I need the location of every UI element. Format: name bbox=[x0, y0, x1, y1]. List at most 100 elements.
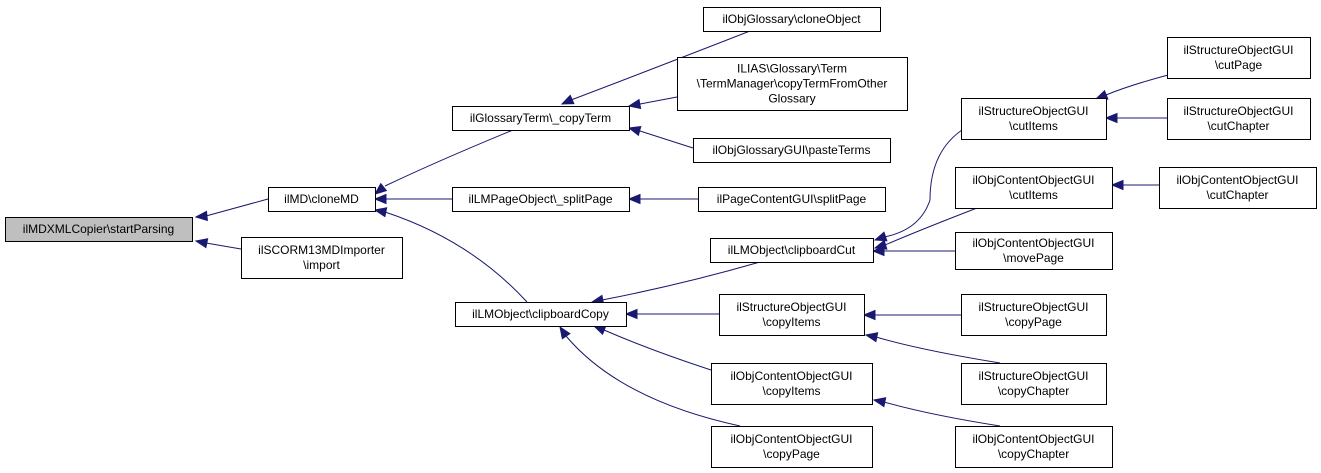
node-box bbox=[955, 426, 1113, 468]
edge-line bbox=[205, 198, 269, 217]
node-socutpage[interactable]: ilStructureObjectGUI\cutPage bbox=[1167, 37, 1311, 79]
node-glossterm[interactable]: ilGlossaryTerm\_copyTerm bbox=[452, 106, 630, 131]
edge-splitpage-to-clonemd bbox=[373, 193, 452, 205]
node-box bbox=[1159, 167, 1317, 209]
node-socutitems[interactable]: ilStructureObjectGUI\cutItems bbox=[961, 98, 1107, 140]
node-box bbox=[452, 106, 630, 131]
node-cocopypage[interactable]: ilObjContentObjectGUI\copyPage bbox=[711, 426, 873, 468]
node-label: \cutItems bbox=[1009, 119, 1058, 133]
edge-pcsplit-to-splitpage bbox=[627, 193, 698, 205]
edge-cocutchapter-to-cocutitems bbox=[1110, 179, 1159, 191]
node-label: \copyPage bbox=[763, 447, 820, 461]
arrowhead bbox=[872, 397, 887, 408]
node-cocutitems[interactable]: ilObjContentObjectGUI\cutItems bbox=[955, 167, 1113, 209]
edge-termmgr-to-glossterm bbox=[627, 96, 678, 110]
node-clipcut[interactable]: ilLMObject\clipboardCut bbox=[710, 238, 874, 263]
arrowhead bbox=[627, 125, 642, 137]
node-comovepage[interactable]: ilObjContentObjectGUI\movePage bbox=[955, 232, 1113, 270]
node-label: ilStructureObjectGUI bbox=[978, 300, 1088, 314]
node-label: ilObjContentObjectGUI bbox=[972, 432, 1094, 446]
arrowhead bbox=[871, 245, 885, 257]
node-box bbox=[5, 217, 193, 242]
edge-socopychapter-to-socopyitems bbox=[864, 332, 1001, 364]
node-box bbox=[1167, 37, 1311, 79]
edge-cocopyitems-to-clipcopy bbox=[592, 325, 712, 371]
node-clipcopy[interactable]: ilLMObject\clipboardCopy bbox=[455, 302, 627, 327]
node-scorm[interactable]: ilSCORM13MDImporter\import bbox=[241, 237, 403, 279]
arrowhead bbox=[194, 238, 209, 249]
edge-line bbox=[875, 336, 1001, 364]
nodes-layer: ilMDXMLCopier\startParsing ilMD\cloneMD il… bbox=[5, 7, 1317, 468]
node-label: \cutPage bbox=[1215, 58, 1263, 72]
arrowhead bbox=[373, 182, 388, 195]
node-label: ilGlossaryTerm\_copyTerm bbox=[470, 111, 611, 125]
node-label: ilObjContentObjectGUI bbox=[730, 369, 852, 383]
edge-line bbox=[639, 130, 694, 149]
node-label: \copyItems bbox=[762, 384, 820, 398]
edge-line bbox=[384, 211, 528, 303]
node-cocopychapter[interactable]: ilObjContentObjectGUI\copyChapter bbox=[955, 426, 1113, 468]
node-label: ilSCORM13MDImporter bbox=[258, 243, 385, 257]
arrowhead bbox=[1104, 112, 1118, 124]
node-box bbox=[452, 187, 630, 212]
node-objglossclone[interactable]: ilObjGlossary\cloneObject bbox=[703, 7, 881, 32]
node-box bbox=[455, 302, 627, 327]
edge-cocopypage-to-clipcopy bbox=[559, 325, 741, 427]
edge-line bbox=[384, 129, 514, 187]
node-label: \movePage bbox=[1003, 251, 1064, 265]
node-box bbox=[698, 187, 886, 212]
node-box bbox=[693, 138, 891, 163]
node-label: \copyChapter bbox=[998, 447, 1069, 461]
node-root[interactable]: ilMDXMLCopier\startParsing bbox=[5, 217, 193, 242]
arrowhead bbox=[373, 193, 387, 205]
arrowhead bbox=[592, 325, 607, 336]
node-socopychapter[interactable]: ilStructureObjectGUI\copyChapter bbox=[961, 363, 1107, 405]
edge-line bbox=[639, 96, 678, 105]
node-socutchapter[interactable]: ilStructureObjectGUI\cutChapter bbox=[1167, 98, 1311, 140]
node-pasteterms[interactable]: ilObjGlossaryGUI\pasteTerms bbox=[693, 138, 891, 163]
node-box bbox=[711, 426, 873, 468]
arrowhead bbox=[864, 332, 879, 343]
node-pcsplit[interactable]: ilPageContentGUI\splitPage bbox=[698, 187, 886, 212]
arrowhead bbox=[624, 308, 638, 320]
node-socopypage[interactable]: ilStructureObjectGUI\copyPage bbox=[961, 294, 1107, 336]
node-cocopyitems[interactable]: ilObjContentObjectGUI\copyItems bbox=[711, 363, 873, 405]
node-box bbox=[961, 363, 1107, 405]
node-label: Glossary bbox=[768, 92, 815, 106]
node-label: ilObjContentObjectGUI bbox=[972, 173, 1094, 187]
edge-comovepage-to-clipcut bbox=[871, 245, 955, 257]
node-box bbox=[955, 167, 1113, 209]
node-label: ilStructureObjectGUI bbox=[1183, 104, 1293, 118]
node-label: ilObjContentObjectGUI bbox=[1176, 173, 1298, 187]
arrowhead bbox=[627, 193, 641, 205]
node-box bbox=[703, 7, 881, 32]
arrowhead bbox=[194, 210, 208, 222]
node-box bbox=[719, 294, 865, 336]
edge-socopyitems-to-clipcopy bbox=[624, 308, 719, 320]
node-label: ilStructureObjectGUI bbox=[978, 369, 1088, 383]
edge-scorm-to-root bbox=[194, 238, 242, 250]
node-label: ilStructureObjectGUI bbox=[978, 104, 1088, 118]
edge-clipcopy-to-clonemd bbox=[373, 207, 528, 303]
node-label: ilStructureObjectGUI bbox=[736, 300, 846, 314]
edge-line bbox=[1105, 73, 1173, 96]
node-splitpage[interactable]: ilLMPageObject\_splitPage bbox=[452, 187, 630, 212]
node-socopyitems[interactable]: ilStructureObjectGUI\copyItems bbox=[719, 294, 865, 336]
node-label: ilMDXMLCopier\startParsing bbox=[23, 222, 174, 236]
node-label: \copyItems bbox=[762, 315, 820, 329]
node-label: ilLMObject\clipboardCut bbox=[728, 243, 856, 257]
edge-line bbox=[884, 207, 978, 246]
edge-line bbox=[565, 335, 741, 427]
edge-line bbox=[883, 127, 966, 238]
node-label: ilLMPageObject\_splitPage bbox=[468, 192, 612, 206]
node-label: \cutItems bbox=[1009, 188, 1058, 202]
node-label: ilPageContentGUI\splitPage bbox=[717, 192, 867, 206]
node-clonemd[interactable]: ilMD\cloneMD bbox=[268, 187, 376, 212]
node-box bbox=[711, 363, 873, 405]
node-label: ilObjGlossary\cloneObject bbox=[722, 12, 861, 26]
arrowhead bbox=[560, 94, 575, 105]
node-cocutchapter[interactable]: ilObjContentObjectGUI\cutChapter bbox=[1159, 167, 1317, 209]
edge-clonemd-to-root bbox=[194, 198, 269, 222]
node-termmgr[interactable]: ILIAS\Glossary\Term\TermManager\copyTerm… bbox=[677, 57, 908, 111]
